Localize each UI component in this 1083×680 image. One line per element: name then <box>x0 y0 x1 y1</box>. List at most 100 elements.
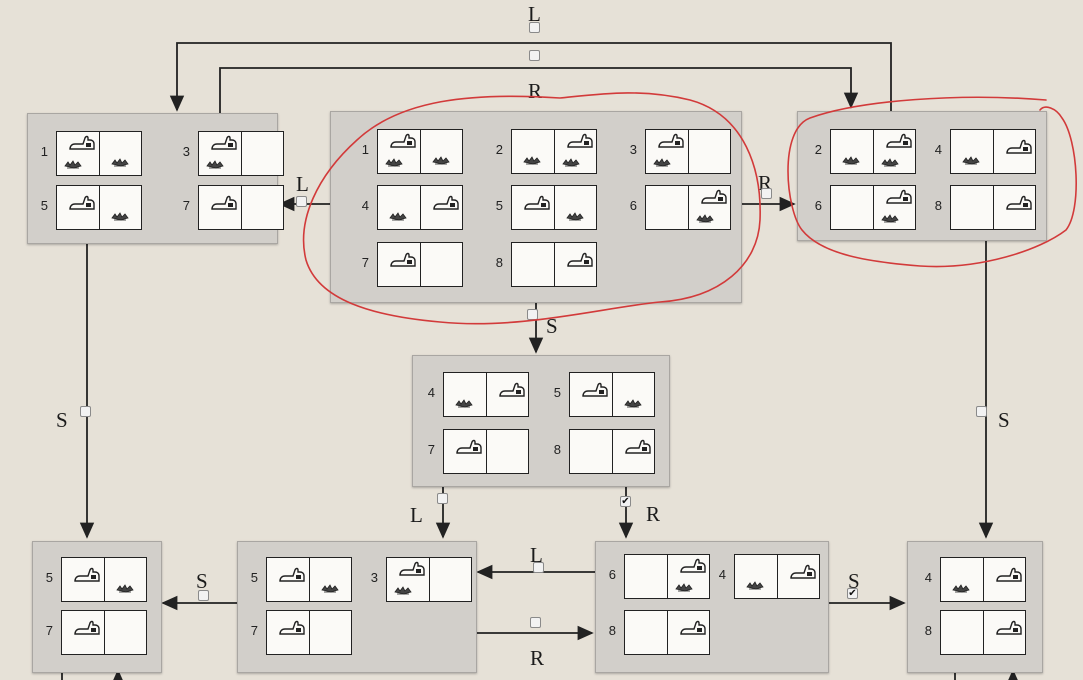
checkbox[interactable] <box>761 188 772 199</box>
vacuum-icon <box>456 439 482 460</box>
state-number: 6 <box>814 198 822 213</box>
room-left <box>512 186 554 229</box>
state-number: 2 <box>495 142 503 157</box>
room-right <box>240 132 284 175</box>
room-left <box>57 186 99 229</box>
dirt-icon <box>565 208 585 226</box>
dirt-icon <box>110 208 130 226</box>
two-room-grid <box>511 185 597 230</box>
dirt-icon <box>841 152 861 170</box>
vacuum-icon <box>279 620 305 641</box>
room-right <box>553 243 597 286</box>
dirt-icon <box>674 579 694 597</box>
world-state: 5 <box>551 372 659 417</box>
state-number: 4 <box>427 385 435 400</box>
dirt-icon <box>623 395 643 413</box>
state-number: 8 <box>934 198 942 213</box>
vacuum-icon <box>74 567 100 588</box>
vacuum-icon <box>69 195 95 216</box>
world-state: 8 <box>551 429 659 474</box>
room-right <box>419 186 463 229</box>
world-state: 1 <box>359 129 467 174</box>
vacuum-icon <box>885 133 912 154</box>
room-right <box>98 132 142 175</box>
vacuum-icon <box>566 133 593 154</box>
vacuum-icon <box>658 133 684 154</box>
checkbox[interactable] <box>533 562 544 573</box>
world-state: 7 <box>180 185 288 230</box>
state-number: 4 <box>361 198 369 213</box>
world-state: 7 <box>425 429 533 474</box>
checkbox[interactable] <box>527 309 538 320</box>
state-number: 1 <box>40 144 48 159</box>
two-room-grid <box>645 185 731 230</box>
vacuum-icon <box>211 195 237 216</box>
vacuum-icon <box>390 252 416 273</box>
room-right <box>553 186 597 229</box>
checkbox[interactable] <box>296 196 307 207</box>
room-right <box>611 373 655 416</box>
checked-checkbox[interactable]: ✔ <box>620 496 631 507</box>
checkbox[interactable] <box>437 493 448 504</box>
room-right <box>485 373 529 416</box>
vacuum-icon <box>1005 195 1032 216</box>
checked-checkbox[interactable]: ✔ <box>847 588 858 599</box>
room-right <box>992 130 1036 173</box>
two-room-grid <box>198 185 284 230</box>
checkbox[interactable] <box>529 22 540 33</box>
state-number: 8 <box>608 623 616 638</box>
checkbox[interactable] <box>198 590 209 601</box>
world-state: 4 <box>716 554 824 599</box>
world-state: 6 <box>627 185 735 230</box>
vacuum-icon <box>279 567 305 588</box>
action-label-s: S <box>196 569 208 593</box>
world-state: 5 <box>493 185 601 230</box>
checkbox[interactable] <box>530 617 541 628</box>
vacuum-icon <box>566 252 593 273</box>
room-left <box>378 243 420 286</box>
room-left <box>831 130 873 173</box>
world-state: 8 <box>493 242 601 287</box>
action-label-l: L <box>530 543 543 567</box>
checkbox[interactable] <box>976 406 987 417</box>
room-left <box>378 130 420 173</box>
two-room-grid <box>266 610 352 655</box>
room-left <box>62 558 104 601</box>
two-room-grid <box>950 185 1036 230</box>
dirt-icon <box>115 580 135 598</box>
checkbox[interactable] <box>529 50 540 61</box>
room-right <box>419 243 463 286</box>
vacuum-icon <box>995 620 1022 641</box>
two-room-grid <box>377 185 463 230</box>
dirt-icon <box>110 154 130 172</box>
room-right <box>103 611 147 654</box>
state-number: 4 <box>934 142 942 157</box>
dirt-icon <box>63 156 83 174</box>
action-label-l: L <box>410 503 423 527</box>
two-room-grid <box>569 372 655 417</box>
checkbox[interactable] <box>80 406 91 417</box>
dirt-icon <box>522 152 542 170</box>
dirt-icon <box>880 154 900 172</box>
two-room-grid <box>830 185 916 230</box>
state-number: 7 <box>182 198 190 213</box>
world-state: 8 <box>606 610 714 655</box>
world-state: 7 <box>43 610 151 655</box>
action-label-r: R <box>530 646 545 670</box>
world-state: 1 <box>38 131 146 176</box>
world-state: 5 <box>43 557 151 602</box>
room-right <box>553 130 597 173</box>
world-state: 2 <box>493 129 601 174</box>
room-right <box>666 611 710 654</box>
world-state: 7 <box>359 242 467 287</box>
dirt-icon <box>431 152 451 170</box>
